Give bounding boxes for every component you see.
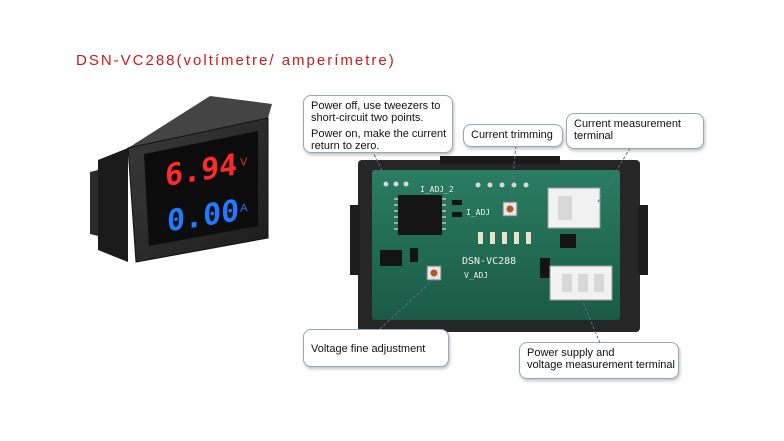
diagram-title: DSN-VC288(voltímetre/ amperímetre) bbox=[76, 52, 396, 69]
voltage-trimmer-screw bbox=[430, 269, 438, 277]
current-unit: A bbox=[240, 202, 248, 215]
leader-current-terminal bbox=[597, 147, 631, 203]
leader-power-off bbox=[371, 149, 389, 184]
callout-current-trimming: Current trimming bbox=[463, 124, 563, 147]
callout-current-terminal-line1: Current measurement bbox=[574, 118, 681, 130]
callout-power-supply-line2: voltage measurement terminal bbox=[527, 359, 675, 371]
microcontroller-chip bbox=[398, 195, 442, 235]
callout-voltage-fine-text: Voltage fine adjustment bbox=[311, 343, 426, 355]
leader-lines bbox=[371, 145, 631, 344]
back-clip-right bbox=[638, 205, 648, 275]
current-terminal-connector bbox=[547, 187, 601, 229]
back-tab-top bbox=[440, 156, 560, 164]
current-terminal-slot bbox=[558, 196, 572, 220]
callout-current-trimming-text: Current trimming bbox=[471, 129, 553, 141]
voltage-unit: V bbox=[240, 156, 248, 169]
meter-side bbox=[98, 148, 128, 262]
callout-power-off-line1: Power off, use tweezers to bbox=[311, 100, 441, 112]
callout-power-supply-terminal: Power supply and voltage measurement ter… bbox=[519, 342, 679, 379]
silk-model: DSN-VC288 bbox=[462, 256, 516, 267]
meter-clip bbox=[90, 170, 98, 236]
meter-top bbox=[128, 96, 272, 148]
supply-terminal-slot-1 bbox=[562, 274, 572, 292]
silk-i-adj: I_ADJ bbox=[466, 208, 490, 217]
leader-current-trimming bbox=[509, 145, 517, 204]
callout-current-terminal-line2: terminal bbox=[574, 130, 614, 142]
callout-current-terminal: Current measurement terminal bbox=[566, 113, 704, 149]
callout-power-off-line3: Power on, make the current bbox=[311, 128, 447, 140]
silk-v-adj: V_ADJ bbox=[464, 271, 488, 280]
back-clip-left bbox=[350, 205, 360, 275]
meter-back: I_ADJ_2 I_ADJ DSN-VC288 V_ADJ bbox=[350, 156, 648, 332]
silk-i-adj-2: I_ADJ_2 bbox=[420, 185, 454, 194]
smd-components bbox=[380, 200, 576, 278]
leader-power-supply bbox=[581, 299, 601, 344]
display-window bbox=[144, 131, 258, 246]
callout-power-off-line4: return to zero. bbox=[311, 140, 380, 152]
callout-voltage-fine-adjustment: Voltage fine adjustment bbox=[303, 329, 449, 367]
chip-pins bbox=[394, 198, 446, 230]
current-trimmer-screw bbox=[506, 205, 514, 213]
supply-terminal-slot-2 bbox=[578, 274, 588, 292]
supply-terminal-slot-3 bbox=[594, 274, 604, 292]
callout-power-off-line2: short-circuit two points. bbox=[311, 112, 424, 124]
resistor-array bbox=[478, 232, 531, 244]
pin-row bbox=[383, 181, 529, 188]
callout-power-off-zeroing: Power off, use tweezers to short-circuit… bbox=[303, 95, 453, 153]
meter-front: 6.94 V 0.00 A bbox=[90, 96, 272, 263]
leader-voltage-fine bbox=[379, 278, 435, 330]
callout-power-supply-line1: Power supply and bbox=[527, 347, 615, 359]
